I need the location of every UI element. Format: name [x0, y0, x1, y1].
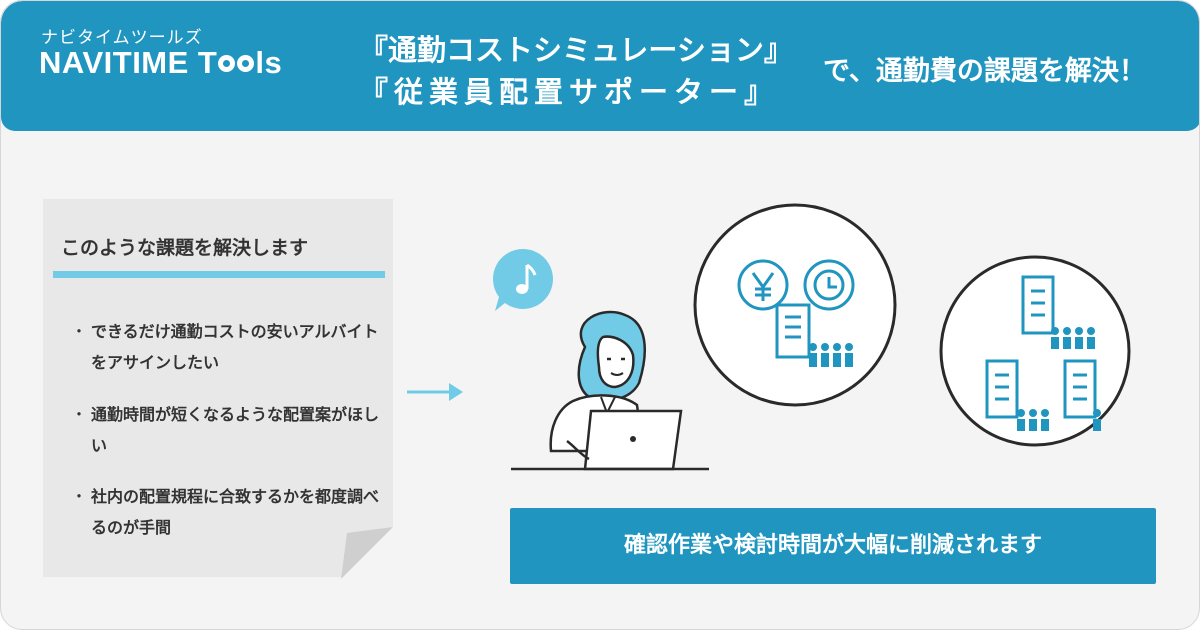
list-item-text: できるだけ通勤コストの安いアルバイトをアサインしたい [91, 322, 379, 372]
person-laptop-illustration [511, 310, 709, 471]
tool-name-staff-placement: 『従業員配置サポーター』 [359, 75, 780, 109]
brand-logo-text-end: ls [255, 45, 283, 80]
yen-icon [737, 259, 789, 311]
bullet-mark: ・ [71, 405, 88, 424]
tool-name-commute-cost: 『通勤コストシミュレーション』 [359, 33, 793, 67]
gear-icon [218, 55, 236, 72]
header-bar: ナビタイムツールズ NAVITIME T ls 『通勤コストシミュレーション』 『… [1, 1, 1199, 131]
arrow-right-icon [407, 383, 463, 401]
building-icon [985, 275, 1097, 419]
music-note-icon [492, 248, 553, 311]
people-icon [1017, 327, 1101, 431]
list-item-text: 社内の配置規程に合致するかを都度調べるのが手間 [91, 487, 380, 537]
brand-logo-text: NAVITIME T [39, 45, 218, 80]
title-underline [53, 271, 385, 278]
tagline: で、通勤費の課題を解決！ [823, 56, 1146, 87]
list-item-text: 通勤時間が短くなるような配置案がほしい [91, 405, 380, 455]
brand-subtitle: ナビタイムツールズ [41, 28, 203, 48]
placement-illustration [939, 255, 1131, 447]
gear-icon [237, 55, 255, 72]
page-fold-icon [341, 527, 393, 579]
problem-note [43, 199, 393, 577]
bullet-mark: ・ [71, 322, 88, 341]
result-banner: 確認作業や検討時間が大幅に削減されます [510, 508, 1156, 584]
problem-title: このような課題を解決します [61, 237, 309, 259]
cost-time-illustration [693, 203, 897, 407]
clock-icon [803, 259, 855, 311]
bullet-mark: ・ [71, 487, 88, 506]
brand-logo: NAVITIME T ls [39, 45, 282, 81]
people-icon [809, 343, 853, 367]
